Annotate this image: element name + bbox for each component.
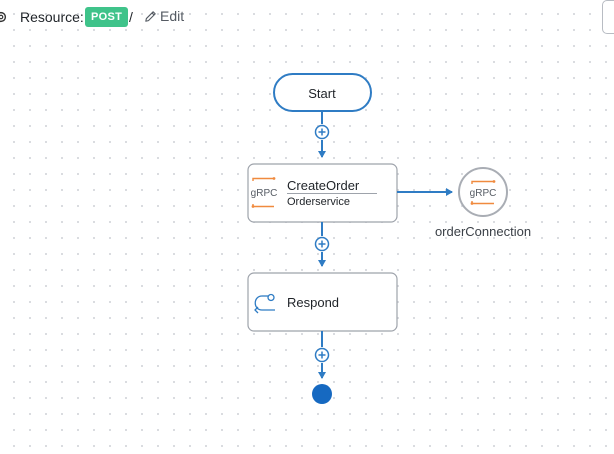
add-step-button[interactable] [314,124,330,140]
edit-label: Edit [160,8,185,24]
toolbar-button[interactable] [602,0,614,34]
add-step-button[interactable] [314,236,330,252]
create-order-title: CreateOrder [287,178,360,193]
grpc-icon: gRPC [470,180,497,205]
connection-label: orderConnection [435,224,531,239]
gear-icon[interactable] [0,10,8,24]
start-node[interactable]: Start [273,73,372,112]
breadcrumb-header: Resource: POST / Edit [0,0,614,34]
create-order-node[interactable]: gRPC CreateOrder Orderservice [247,163,398,223]
pencil-icon [145,10,156,22]
breadcrumb-separator: / [129,9,133,25]
method-badge: POST [85,7,129,27]
resource-label: Resource: [20,9,84,25]
svg-text:gRPC: gRPC [470,188,497,199]
grpc-icon: gRPC [251,177,278,208]
edit-button[interactable]: Edit [143,8,184,24]
start-label: Start [308,86,336,101]
respond-title: Respond [287,295,339,310]
add-step-button[interactable] [314,347,330,363]
respond-node[interactable]: Respond [247,272,398,332]
svg-text:gRPC: gRPC [251,188,278,199]
end-node [312,384,332,404]
create-order-subtitle: Orderservice [287,196,350,208]
order-connection-node[interactable]: gRPC [458,167,508,217]
respond-icon [254,293,275,314]
